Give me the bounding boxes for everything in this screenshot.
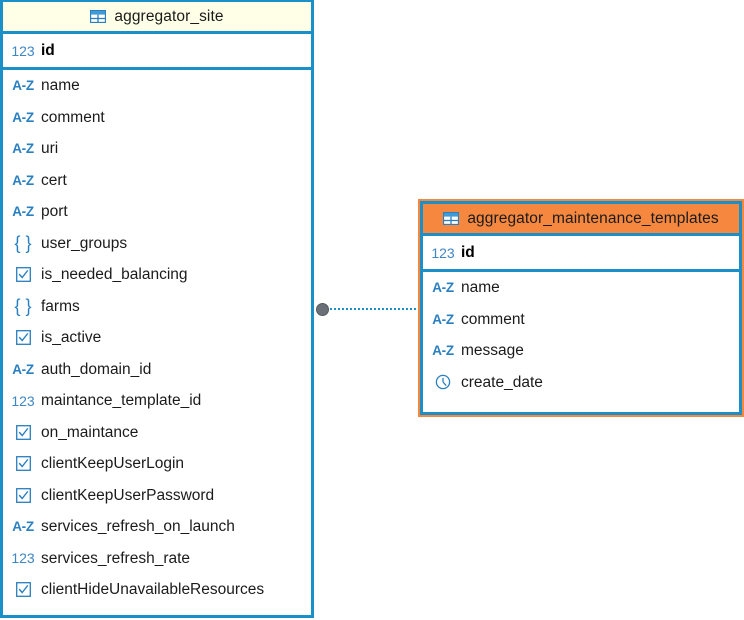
field-row-auth-domain-id[interactable]: A-Z auth_domain_id: [3, 354, 311, 386]
field-row-maintance-template-id[interactable]: 123 maintance_template_id: [3, 385, 311, 417]
entity-aggregator-maintenance-templates[interactable]: aggregator_maintenance_templates 123 id …: [418, 199, 744, 417]
field-row-user-groups[interactable]: { } user_groups: [3, 228, 311, 260]
field-name: port: [41, 203, 68, 220]
fields-block: A-Z name A-Z comment A-Z uri A-Z cert A-…: [3, 70, 311, 615]
table-icon: [90, 9, 107, 24]
text-type-icon: A-Z: [12, 78, 34, 94]
field-row-port[interactable]: A-Z port: [3, 196, 311, 228]
field-row-clientkeepuserpassword[interactable]: clientKeepUserPassword: [3, 480, 311, 512]
text-type-icon: A-Z: [12, 519, 34, 535]
field-name: id: [461, 243, 475, 261]
boolean-type-icon: [12, 266, 34, 284]
primary-key-block: 123 id: [3, 34, 311, 70]
field-name: services_refresh_on_launch: [41, 518, 235, 535]
entity-body: aggregator_maintenance_templates 123 id …: [420, 201, 742, 415]
boolean-type-icon: [12, 455, 34, 473]
field-name: is_active: [41, 329, 102, 346]
relationship-line: [322, 308, 428, 310]
field-name: id: [41, 41, 55, 59]
number-type-icon: 123: [11, 550, 35, 567]
entity-aggregator-site[interactable]: aggregator_site 123 id A-Z name A-Z comm…: [0, 0, 314, 618]
field-name: services_refresh_rate: [41, 549, 191, 567]
field-row-create-date[interactable]: create_date: [423, 367, 739, 399]
number-type-icon: 123: [11, 392, 35, 409]
field-row-services-refresh-rate[interactable]: 123 services_refresh_rate: [3, 543, 311, 575]
field-name: on_maintance: [41, 423, 139, 441]
boolean-type-icon: [12, 329, 34, 347]
field-row-cert[interactable]: A-Z cert: [3, 165, 311, 197]
entity-header-aggregator-site[interactable]: aggregator_site: [3, 2, 311, 34]
relationship-connector[interactable]: [310, 296, 428, 322]
field-name: clientKeepUserLogin: [41, 455, 185, 472]
field-row-message[interactable]: A-Z message: [423, 335, 739, 367]
text-type-icon: A-Z: [432, 311, 454, 327]
field-name: clientKeepUserPassword: [41, 486, 215, 504]
text-type-icon: A-Z: [12, 109, 34, 125]
number-type-icon: 123: [431, 244, 455, 261]
entity-title: aggregator_maintenance_templates: [467, 209, 719, 227]
field-name: comment: [461, 310, 525, 328]
text-type-icon: A-Z: [432, 280, 454, 296]
field-name: comment: [41, 108, 105, 126]
field-name: maintance_template_id: [41, 392, 202, 409]
field-name: is_needed_balancing: [41, 266, 188, 283]
boolean-type-icon: [12, 423, 34, 441]
object-type-icon: { }: [14, 232, 32, 253]
field-row-services-refresh-on-launch[interactable]: A-Z services_refresh_on_launch: [3, 511, 311, 543]
entity-body: aggregator_site 123 id A-Z name A-Z comm…: [3, 2, 311, 615]
field-row-clientkeepuserlogin[interactable]: clientKeepUserLogin: [3, 448, 311, 480]
number-type-icon: 123: [11, 42, 35, 59]
field-name: message: [461, 342, 524, 359]
field-name: uri: [41, 140, 59, 157]
object-type-icon: { }: [14, 295, 32, 316]
field-name: auth_domain_id: [41, 360, 152, 378]
relationship-endpoint-dot[interactable]: [316, 303, 329, 316]
boolean-type-icon: [12, 486, 34, 504]
field-name: farms: [41, 297, 80, 315]
field-row-id[interactable]: 123 id: [423, 236, 739, 269]
table-icon: [443, 211, 460, 226]
field-row-on-maintance[interactable]: on_maintance: [3, 417, 311, 449]
entity-title: aggregator_site: [114, 7, 224, 25]
field-row-uri[interactable]: A-Z uri: [3, 133, 311, 165]
date-type-icon: [432, 373, 454, 391]
field-row-id[interactable]: 123 id: [3, 34, 311, 67]
field-name: name: [41, 77, 80, 94]
field-name: user_groups: [41, 234, 128, 252]
field-row-clienthideunavailableresources[interactable]: clientHideUnavailableResources: [3, 574, 311, 606]
text-type-icon: A-Z: [432, 343, 454, 359]
field-name: clientHideUnavailableResources: [41, 581, 265, 598]
field-name: name: [461, 279, 500, 296]
field-name: create_date: [461, 373, 543, 391]
fields-block: A-Z name A-Z comment A-Z message: [423, 272, 739, 412]
text-type-icon: A-Z: [12, 361, 34, 377]
field-row-name[interactable]: A-Z name: [423, 272, 739, 304]
field-row-is-active[interactable]: is_active: [3, 322, 311, 354]
primary-key-block: 123 id: [423, 236, 739, 272]
entity-header-aggregator-maintenance-templates[interactable]: aggregator_maintenance_templates: [423, 204, 739, 236]
field-row-farms[interactable]: { } farms: [3, 291, 311, 323]
text-type-icon: A-Z: [12, 204, 34, 220]
field-row-comment[interactable]: A-Z comment: [3, 102, 311, 134]
field-row-is-needed-balancing[interactable]: is_needed_balancing: [3, 259, 311, 291]
field-row-comment[interactable]: A-Z comment: [423, 304, 739, 336]
field-row-name[interactable]: A-Z name: [3, 70, 311, 102]
boolean-type-icon: [12, 581, 34, 599]
text-type-icon: A-Z: [12, 172, 34, 188]
field-name: cert: [41, 171, 67, 189]
text-type-icon: A-Z: [12, 141, 34, 157]
